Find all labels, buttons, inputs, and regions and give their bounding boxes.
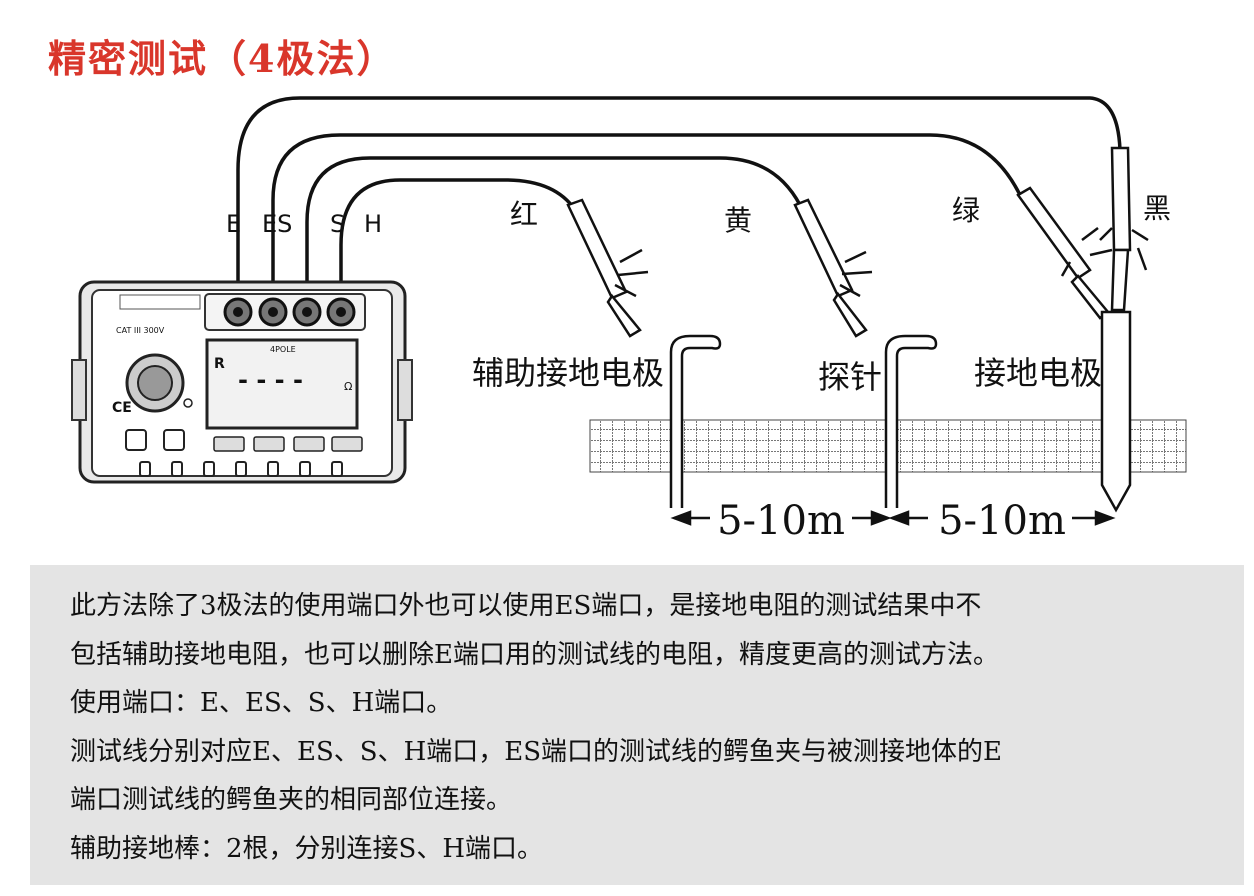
wire-s-yellow — [305, 156, 802, 302]
earth-tester-meter: CAT III 300V 4POLE R - - - - Ω CE — [71, 280, 413, 484]
distance-label-2: 5-10m — [938, 498, 1066, 544]
wire-es-green — [271, 133, 1022, 302]
meter-unit: Ω — [344, 380, 352, 393]
description-line: 使用端口：E、ES、S、H端口。 — [70, 688, 453, 718]
probe-electrode — [884, 334, 938, 508]
wiring-diagram: CAT III 300V 4POLE R - - - - Ω CE E ES S… — [71, 96, 1187, 544]
terminal-jacks — [223, 297, 356, 327]
label-green: 绿 — [952, 194, 980, 227]
label-black: 黑 — [1143, 192, 1171, 225]
page-title: 精密测试（4极法） — [48, 36, 397, 81]
label-yellow: 黄 — [724, 204, 752, 237]
terminal-label-es: ES — [262, 210, 292, 238]
description-line: 包括辅助接地电阻，也可以删除E端口用的测试线的电阻，精度更高的测试方法。 — [70, 639, 999, 670]
yellow-clip — [793, 198, 873, 338]
description-line: 辅助接地棒：2根，分别连接S、H端口。 — [70, 833, 544, 864]
ground-electrode — [1100, 310, 1132, 513]
wire-e-black — [236, 96, 1122, 302]
label-auxiliary-electrode: 辅助接地电极 — [472, 354, 664, 392]
meter-cat-label: CAT III 300V — [116, 326, 165, 335]
red-clip — [566, 198, 649, 338]
green-clip — [1016, 186, 1113, 320]
description-panel — [30, 565, 1244, 885]
terminal-label-e: E — [226, 210, 241, 238]
terminal-label-h: H — [364, 210, 382, 238]
label-probe: 探针 — [818, 358, 882, 396]
test-button — [163, 429, 185, 451]
label-ground-electrode: 接地电极 — [974, 354, 1102, 392]
meter-reading-value: - - - - — [238, 366, 303, 394]
meter-reading-label: R — [214, 356, 225, 372]
distance-label-1: 5-10m — [717, 498, 845, 544]
description-line: 端口测试线的鳄鱼夹的相同部位连接。 — [70, 785, 513, 815]
dimension-line-2 — [888, 510, 1116, 526]
dimension-line-1 — [670, 510, 892, 526]
wire-h-red — [339, 178, 577, 302]
auxiliary-electrode — [669, 334, 722, 508]
terminal-label-s: S — [330, 210, 345, 238]
description-line: 此方法除了3极法的使用端口外也可以使用ES端口，是接地电阻的测试结果中不 — [70, 591, 982, 621]
description-text: 此方法除了3极法的使用端口外也可以使用ES端口，是接地电阻的测试结果中不 包括辅… — [70, 582, 1240, 873]
label-red: 红 — [510, 198, 538, 231]
meter-screen-mode: 4POLE — [270, 345, 296, 354]
black-clip — [1099, 146, 1149, 312]
ce-mark: CE — [112, 400, 132, 416]
description-line: 测试线分别对应E、ES、S、H端口，ES端口的测试线的鳄鱼夹与被测接地体的E — [70, 736, 1003, 767]
power-button — [125, 429, 147, 451]
